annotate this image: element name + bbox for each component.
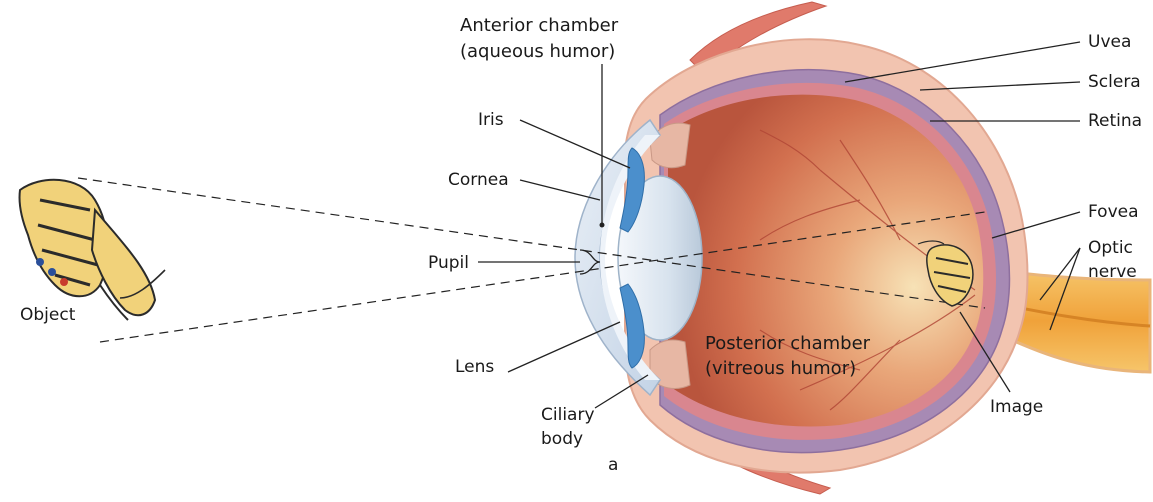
label-cornea: Cornea [448,170,509,190]
label-fovea: Fovea [1088,202,1139,222]
label-pupil: Pupil [428,253,469,273]
label-posterior-1: Posterior chamber [705,333,871,354]
butterfly-object [19,180,165,320]
label-retina: Retina [1088,111,1142,131]
label-ciliary-2: body [541,429,583,449]
label-posterior-2: (vitreous humor) [705,358,856,379]
label-iris: Iris [478,110,504,130]
label-anterior-chamber-1: Anterior chamber [460,15,619,36]
label-panel: a [608,455,618,475]
label-uvea: Uvea [1088,32,1131,52]
label-anterior-chamber-2: (aqueous humor) [460,41,615,62]
label-optic-1: Optic [1088,238,1133,258]
label-lens: Lens [455,357,494,377]
label-image: Image [990,397,1043,417]
label-ciliary-1: Ciliary [541,405,595,425]
label-optic-2: nerve [1088,262,1137,282]
label-sclera: Sclera [1088,72,1141,92]
label-object: Object [20,305,76,325]
